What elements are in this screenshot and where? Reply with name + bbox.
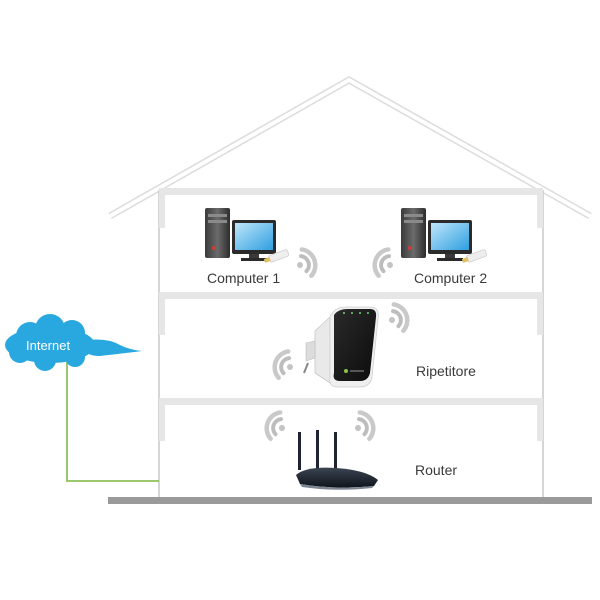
desktop-computer-icon bbox=[401, 208, 472, 261]
wifi-repeater-icon bbox=[303, 306, 379, 388]
wifi-signal-icon bbox=[271, 349, 298, 382]
internet-cable bbox=[66, 362, 159, 482]
device-label-router: Router bbox=[415, 462, 458, 478]
ground-line bbox=[108, 497, 592, 504]
roof bbox=[108, 75, 592, 220]
wireless-router-icon bbox=[296, 430, 378, 490]
device-label-computer-1: Computer 1 bbox=[207, 270, 281, 286]
wifi-signal-icon bbox=[292, 247, 319, 280]
cloud-icon bbox=[5, 314, 142, 371]
device-label-repeater: Ripetitore bbox=[416, 363, 476, 379]
wifi-signal-icon bbox=[371, 247, 398, 280]
wifi-signal-icon bbox=[263, 410, 290, 443]
desktop-computer-icon bbox=[205, 208, 276, 261]
cloud-label: Internet bbox=[26, 338, 71, 353]
wifi-signal-icon bbox=[350, 410, 377, 443]
wifi-signal-icon bbox=[384, 302, 411, 335]
usb-wifi-adapter-icon bbox=[461, 249, 488, 263]
house-walls bbox=[158, 188, 544, 500]
usb-wifi-adapter-icon bbox=[263, 249, 290, 263]
device-label-computer-2: Computer 2 bbox=[414, 270, 488, 286]
